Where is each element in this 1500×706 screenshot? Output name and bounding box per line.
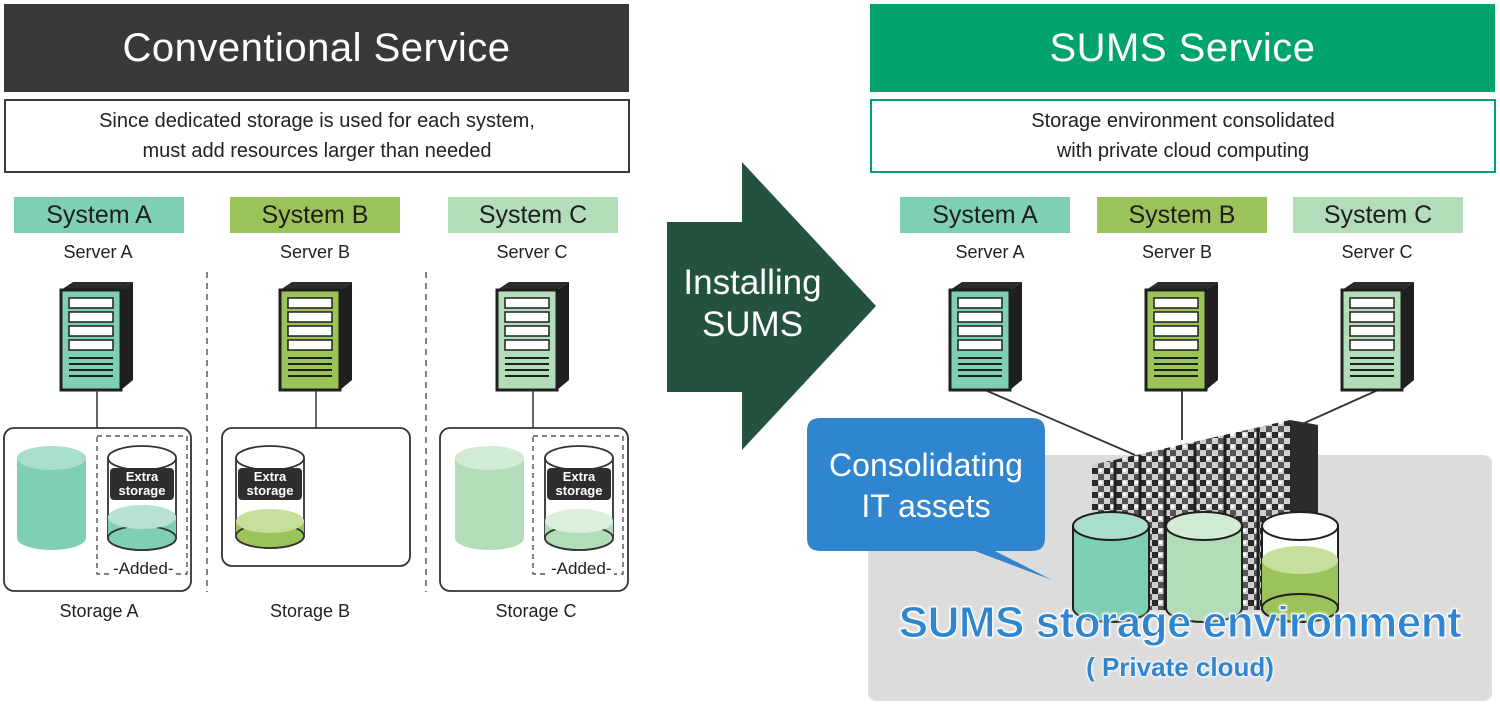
installing-arrow-shape xyxy=(667,162,876,450)
storage-a-extra-label-line-1: Extra xyxy=(125,469,159,484)
storage-a-added-label: -Added- xyxy=(110,559,177,579)
left-system-a-label: System A xyxy=(14,197,184,233)
storage-b-extra-label-line-1: Extra xyxy=(253,469,287,484)
storage-b-extra-label: Extra storage xyxy=(238,468,302,500)
storage-c-added-label: -Added- xyxy=(548,559,615,579)
callout-text: Consolidating IT assets xyxy=(807,445,1045,527)
right-system-a-label: System A xyxy=(900,197,1070,233)
consolidated-cylinder-b xyxy=(1165,511,1243,623)
storage-a-cylinder xyxy=(17,446,86,550)
right-server-a-icon xyxy=(948,282,1022,392)
callout-bubble xyxy=(807,418,1052,580)
left-server-c-label: Server C xyxy=(496,242,568,262)
storage-c-cylinder xyxy=(455,446,524,550)
storage-c-extra-label-line-2: storage xyxy=(555,483,603,498)
left-server-c-icon xyxy=(495,282,569,392)
left-server-b-label: Server B xyxy=(279,242,351,262)
storage-a-label: Storage A xyxy=(59,601,139,621)
sums-description-line-2: with private cloud computing xyxy=(1056,140,1310,162)
left-system-c-label: System C xyxy=(448,197,618,233)
consolidated-cylinder-c xyxy=(1261,511,1339,623)
right-server-b-icon xyxy=(1144,282,1218,392)
conventional-description-line-1: Since dedicated storage is used for each… xyxy=(99,110,535,132)
installing-sums-text: Installing SUMS xyxy=(665,262,840,346)
storage-a-extra-label: Extra storage xyxy=(110,468,174,500)
sums-description: Storage environment consolidated with pr… xyxy=(870,99,1496,173)
storage-c-extra-label: Extra storage xyxy=(547,468,611,500)
callout-text-line-1: Consolidating xyxy=(829,447,1023,483)
right-system-c-label: System C xyxy=(1293,197,1463,233)
installing-text-line-1: Installing xyxy=(683,263,822,302)
right-server-c-label: Server C xyxy=(1341,242,1413,262)
left-server-a-icon xyxy=(59,282,133,392)
left-server-a-label: Server A xyxy=(63,242,133,262)
storage-c-label: Storage C xyxy=(495,601,577,621)
right-server-c-icon xyxy=(1340,282,1414,392)
conventional-description-line-2: must add resources larger than needed xyxy=(142,140,492,162)
right-system-b-label: System B xyxy=(1097,197,1267,233)
sums-description-line-1: Storage environment consolidated xyxy=(1031,110,1335,132)
storage-c-extra-label-line-1: Extra xyxy=(562,469,596,484)
storage-b-label: Storage B xyxy=(269,601,351,621)
installing-text-line-2: SUMS xyxy=(701,305,804,344)
left-server-b-icon xyxy=(278,282,352,392)
conventional-service-title: Conventional Service xyxy=(4,4,629,92)
conventional-description: Since dedicated storage is used for each… xyxy=(4,99,630,173)
consolidated-cylinder-a xyxy=(1072,511,1150,623)
left-system-b-label: System B xyxy=(230,197,400,233)
right-server-a-label: Server A xyxy=(955,242,1025,262)
storage-a-extra-label-line-2: storage xyxy=(118,483,166,498)
sums-environment-subtitle: ( Private cloud) xyxy=(1086,652,1274,682)
sums-service-title: SUMS Service xyxy=(870,4,1495,92)
right-server-b-label: Server B xyxy=(1141,242,1213,262)
sums-environment-title: SUMS storage environment xyxy=(898,598,1462,648)
storage-b-extra-label-line-2: storage xyxy=(246,483,294,498)
callout-text-line-2: IT assets xyxy=(861,488,991,524)
